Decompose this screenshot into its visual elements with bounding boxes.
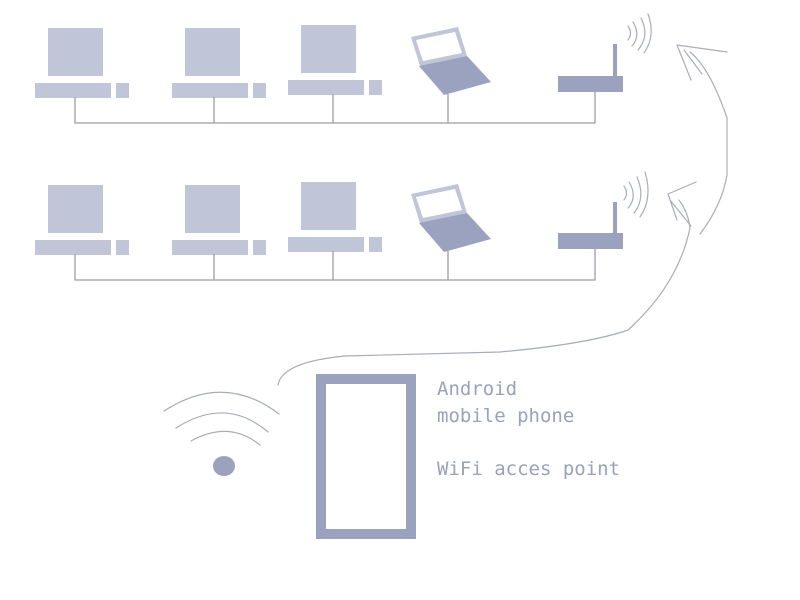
wifi-signal-icon xyxy=(627,13,652,54)
wifi-signal-icon xyxy=(163,391,280,476)
phone-label-line-2: mobile phone xyxy=(437,405,575,427)
lan-1 xyxy=(35,13,652,124)
arrowhead-icon xyxy=(667,181,697,227)
laptop-icon xyxy=(411,27,491,95)
phone-label: Android mobile phone xyxy=(437,376,574,430)
desktop-computer-icon xyxy=(288,25,382,95)
lan-2 xyxy=(35,171,649,281)
wifi-router-icon xyxy=(558,202,623,249)
desktop-computer-icon xyxy=(35,28,129,98)
lan-cable xyxy=(74,249,596,281)
wifi-link-arrows xyxy=(277,44,728,386)
desktop-computer-icon xyxy=(288,182,382,252)
wifi-signal-icon xyxy=(623,171,649,218)
android-phone-icon xyxy=(316,374,416,539)
desktop-computer-icon xyxy=(172,185,266,255)
desktop-computer-icon xyxy=(35,185,129,255)
phone-role-label: WiFi acces point xyxy=(437,458,621,480)
arrowhead-icon xyxy=(676,44,728,81)
desktop-computer-icon xyxy=(172,28,266,98)
phone-label-line-1: Android xyxy=(437,378,518,400)
link-curve-lan-2 xyxy=(277,199,691,386)
lan-cable xyxy=(74,92,596,124)
laptop-icon xyxy=(411,184,491,252)
link-curve-lan-1 xyxy=(689,51,728,235)
wifi-router-icon xyxy=(558,44,623,92)
